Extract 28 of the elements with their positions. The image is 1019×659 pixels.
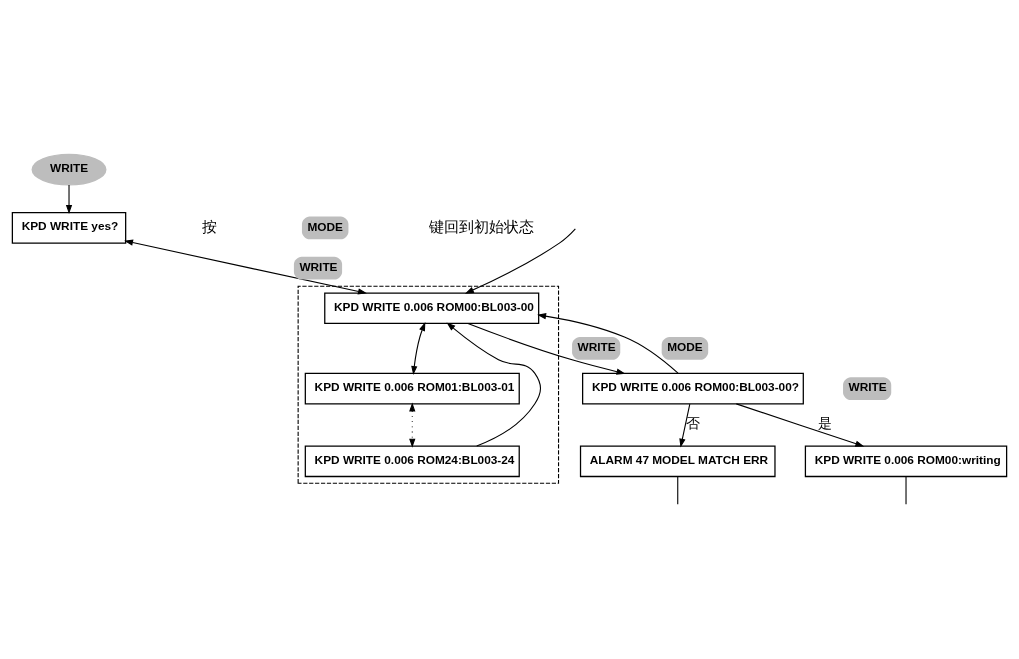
arrow bbox=[464, 227, 576, 294]
node-box: KPD WRITE 0.006 ROM01:BL003-01 bbox=[304, 372, 520, 404]
arrow bbox=[65, 184, 73, 214]
node-box: KPD WRITE yes? bbox=[11, 211, 127, 244]
node-box: KPD WRITE 0.006 ROM00:BL003-00? bbox=[582, 372, 804, 404]
label: MODE bbox=[307, 219, 343, 234]
edge-label: WRITE bbox=[577, 339, 616, 354]
label: WRITE bbox=[848, 379, 887, 394]
label: 按 bbox=[201, 217, 217, 235]
node-box: KPD WRITE 0.006 ROM00:writing bbox=[804, 444, 1008, 477]
connector bbox=[677, 475, 679, 505]
edge-label: 是 bbox=[817, 415, 832, 431]
arrow bbox=[124, 239, 367, 295]
arrow bbox=[467, 322, 626, 375]
edge-label: MODE bbox=[667, 339, 703, 354]
arrow bbox=[735, 402, 865, 447]
node-box: KPD WRITE 0.006 ROM00:BL003-00 bbox=[324, 291, 540, 324]
connector bbox=[905, 475, 907, 505]
label: 键回到初始状态 bbox=[429, 217, 535, 235]
arrow bbox=[679, 403, 691, 448]
arrow bbox=[409, 401, 416, 448]
node-ellipse: WRITE bbox=[31, 153, 107, 185]
arrow bbox=[411, 321, 426, 375]
node-box: ALARM 47 MODEL MATCH ERR bbox=[579, 444, 776, 477]
edge-label: WRITE bbox=[299, 259, 338, 274]
arrow bbox=[446, 321, 542, 447]
edge-label: 否 bbox=[685, 415, 700, 431]
node-box: KPD WRITE 0.006 ROM24:BL003-24 bbox=[304, 444, 520, 477]
